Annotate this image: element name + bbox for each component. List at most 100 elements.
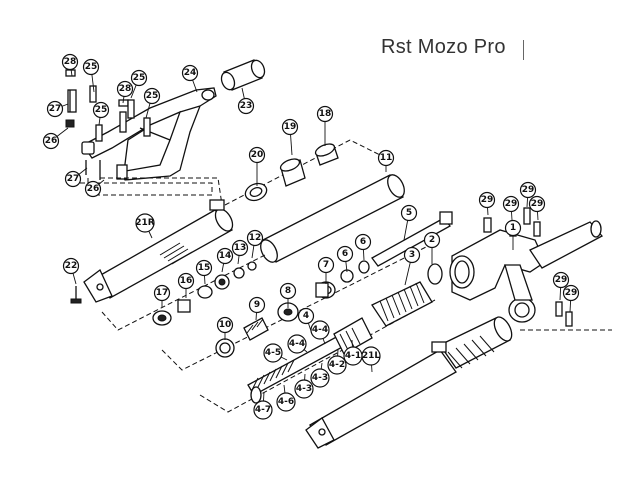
ring-2 [427, 263, 443, 285]
callout-c42: 4-2 [327, 349, 347, 375]
callout-c28a: 28 [61, 53, 79, 77]
callout-circle [336, 245, 354, 263]
callout-label: 4-4 [289, 339, 305, 349]
callout-label: 4-3 [296, 384, 312, 394]
callout-label: 4-6 [278, 397, 294, 407]
callout-label: 4 [303, 311, 309, 321]
callout-c25a: 25 [82, 58, 100, 93]
callout-circle [216, 247, 234, 265]
seal-20 [244, 182, 268, 202]
stanchion-tube-11 [260, 174, 405, 263]
callout-c43b: 4-3 [294, 373, 314, 399]
callout-c43: 4-3 [310, 362, 330, 388]
callout-label: 5 [406, 208, 412, 218]
callout-circle [231, 239, 249, 257]
callout-label: 28 [119, 84, 132, 94]
lower-leg-21l [305, 316, 513, 449]
crown-1 [449, 220, 604, 323]
callout-circle [248, 146, 266, 164]
callout-label: 15 [198, 263, 211, 273]
callout-circle [92, 101, 110, 119]
callout-circle [528, 195, 546, 213]
callout-c29c: 29 [502, 195, 520, 221]
callout-label: 4-3 [312, 373, 328, 383]
callout-c9: 9 [248, 296, 266, 321]
callout-c11: 11 [377, 149, 395, 172]
callout-c25d: 25 [143, 87, 161, 119]
callout-c3: 3 [403, 246, 421, 286]
callout-label: 11 [380, 153, 393, 163]
callout-c14: 14 [216, 247, 234, 273]
callout-c44: 4-4 [310, 320, 330, 345]
callout-c29a: 29 [478, 191, 496, 216]
callout-circle [62, 257, 80, 275]
callout-circle [400, 204, 418, 222]
callout-circle [263, 343, 283, 363]
callout-c27a: 27 [46, 100, 69, 118]
callout-circle [248, 296, 266, 314]
callout-circle [143, 87, 161, 105]
callout-c29b: 29 [519, 181, 537, 208]
lower-leg-21r [83, 199, 234, 303]
callout-c2: 2 [423, 231, 441, 264]
callout-circle [287, 334, 307, 354]
callout-c29d: 29 [528, 195, 546, 221]
callout-c24: 24 [181, 64, 199, 93]
text-cursor [523, 40, 524, 60]
callout-c46: 4-6 [276, 384, 296, 412]
callout-c22: 22 [62, 257, 80, 285]
callout-c28b: 28 [116, 80, 134, 104]
callout-label: 29 [505, 199, 518, 209]
callout-circle [61, 53, 79, 71]
damper-parts-8-10 [215, 302, 299, 358]
callout-c45: 4-5 [263, 343, 288, 363]
callout-label: 14 [219, 251, 232, 261]
callout-circle [377, 149, 395, 167]
callout-label: 29 [481, 195, 494, 205]
callout-circle [177, 272, 195, 290]
callout-label: 16 [180, 276, 193, 286]
callout-circle [562, 284, 580, 302]
callout-label: 4-5 [265, 348, 281, 358]
callout-label: 29 [522, 185, 535, 195]
callout-c20: 20 [248, 146, 266, 186]
callout-label: 9 [254, 300, 260, 310]
callout-label: 7 [323, 260, 329, 270]
callout-circle [195, 259, 213, 277]
callout-label: 28 [64, 57, 77, 67]
callout-c21l: 21L [361, 346, 381, 373]
callout-label: 6 [360, 237, 366, 247]
callout-circle [153, 284, 171, 302]
callout-c26a: 26 [42, 127, 69, 150]
callout-c12: 12 [246, 229, 264, 259]
callout-label: 4-7 [255, 405, 271, 415]
callout-label: 21R [135, 218, 155, 228]
callout-label: 10 [219, 320, 232, 330]
callout-label: 3 [409, 250, 415, 260]
callout-c1: 1 [504, 219, 522, 250]
callout-c16: 16 [177, 272, 195, 298]
rod-5 [371, 211, 453, 267]
bolt-set-25-28 [65, 69, 151, 180]
callout-c10: 10 [216, 316, 234, 340]
callout-label: 18 [319, 109, 332, 119]
callout-c13: 13 [231, 239, 249, 265]
callout-circle [403, 246, 421, 264]
callout-label: 23 [240, 101, 253, 111]
callout-c17: 17 [153, 284, 171, 308]
callout-circle [310, 368, 330, 388]
callout-c23: 23 [237, 87, 255, 115]
callout-c27b: 27 [64, 167, 88, 188]
callout-circle [135, 213, 155, 233]
callout-label: 17 [156, 288, 169, 298]
callout-circle [46, 100, 64, 118]
callout-label: 29 [565, 288, 578, 298]
bushing-19 [279, 158, 306, 187]
callout-c4: 4 [297, 307, 315, 335]
callout-circle [519, 181, 537, 199]
callout-label: 27 [49, 104, 62, 114]
callout-circle [42, 132, 60, 150]
callout-circle [294, 379, 314, 399]
callout-circle [502, 195, 520, 213]
